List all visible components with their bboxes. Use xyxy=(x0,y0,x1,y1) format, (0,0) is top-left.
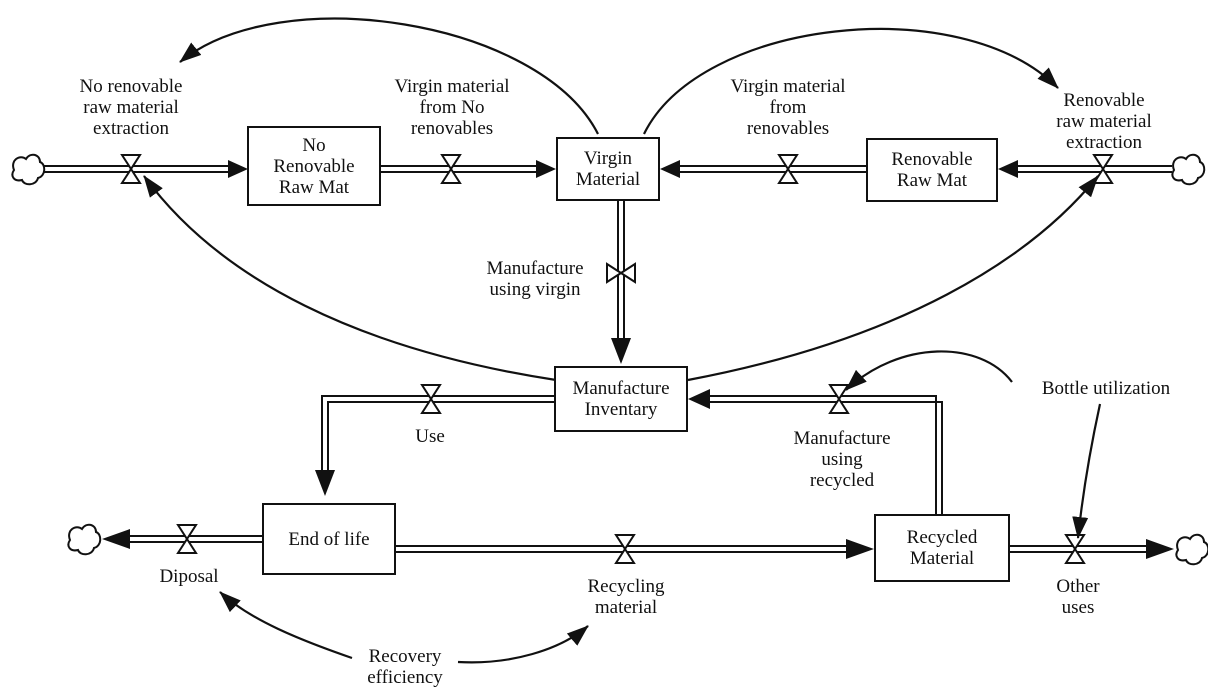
arrowhead-into-manufacture-inventary-right xyxy=(688,389,710,409)
stock-recycled-material: Recycled Material xyxy=(874,514,1010,582)
valve-recycling-material xyxy=(614,534,636,564)
flow-label-recycling-material: Recycling material xyxy=(587,576,665,618)
stock-end-of-life: End of life xyxy=(262,503,396,575)
aux-label-bottle-utilization: Bottle utilization xyxy=(1041,378,1171,399)
arrowhead-into-recycled-material xyxy=(846,539,874,559)
valve-manufacture-using-virgin xyxy=(606,262,636,284)
valve-virgin-from-renovables xyxy=(777,154,799,184)
pipe-recycling-material xyxy=(396,545,846,553)
cloud-source-left-icon xyxy=(11,153,46,186)
pipe-manufacture-using-virgin xyxy=(617,200,625,338)
cloud-sink-other-uses-icon xyxy=(1175,533,1208,566)
flow-label-renovable-extraction: Renovable raw material extraction xyxy=(1056,90,1152,153)
arrowhead-into-virgin-material-left xyxy=(536,160,556,178)
flow-label-virgin-from-no-renovables: Virgin material from No renovables xyxy=(394,76,510,139)
flow-label-no-renovable-extraction: No renovable raw material extraction xyxy=(79,76,183,139)
arrowhead-into-no-renovable-raw-mat xyxy=(228,160,248,178)
arrowhead-into-renovable-raw-mat xyxy=(998,160,1018,178)
arrowhead-into-end-of-life xyxy=(315,470,335,496)
stock-no-renovable-raw-mat: No Renovable Raw Mat xyxy=(247,126,381,206)
link-bottle-utilization-to-other-uses xyxy=(1072,403,1102,539)
flow-label-use: Use xyxy=(415,426,445,447)
valve-virgin-from-no-renovables xyxy=(440,154,462,184)
pipe-virgin-from-renovables xyxy=(680,165,866,173)
flow-label-manufacture-using-recycled: Manufacture using recycled xyxy=(793,428,891,491)
pipe-use xyxy=(321,395,554,470)
cloud-source-right-icon xyxy=(1171,153,1206,186)
stock-virgin-material: Virgin Material xyxy=(556,137,660,201)
stock-manufacture-inventary: Manufacture Inventary xyxy=(554,366,688,432)
arrowhead-into-other-uses-cloud xyxy=(1146,539,1174,559)
link-bottle-utilization-to-manufacture-recycled xyxy=(845,350,1013,391)
flow-label-virgin-from-renovables: Virgin material from renovables xyxy=(730,76,846,139)
link-recovery-efficiency-to-diposal xyxy=(219,591,353,660)
pipe-manufacture-using-recycled xyxy=(710,395,943,514)
pipe-diposal xyxy=(130,535,262,543)
valve-use xyxy=(420,384,442,414)
link-recovery-efficiency-to-recycling xyxy=(457,625,589,664)
valve-manufacture-using-recycled xyxy=(828,384,850,414)
pipe-virgin-from-no-renovables xyxy=(380,165,536,173)
flow-label-manufacture-using-virgin: Manufacture using virgin xyxy=(486,258,584,300)
pipe-other-uses xyxy=(1010,545,1146,553)
flow-label-diposal: Diposal xyxy=(159,566,219,587)
link-virgin-to-no-renovable-extraction xyxy=(179,17,599,135)
valve-diposal xyxy=(176,524,198,554)
link-virgin-to-renovable-extraction xyxy=(643,28,1059,135)
flow-label-other-uses: Other uses xyxy=(1056,576,1100,618)
arrowhead-into-diposal-cloud xyxy=(102,529,130,549)
link-inventary-to-no-renovable-extraction xyxy=(143,175,557,382)
stock-renovable-raw-mat: Renovable Raw Mat xyxy=(866,138,998,202)
valve-other-uses xyxy=(1064,534,1086,564)
pipe-no-renovable-extraction xyxy=(42,165,228,173)
pipe-renovable-extraction xyxy=(1018,165,1172,173)
aux-label-recovery-efficiency: Recovery efficiency xyxy=(367,646,443,688)
cloud-sink-diposal-icon xyxy=(67,523,102,556)
link-inventary-to-renovable-extraction xyxy=(687,175,1099,382)
arrowhead-into-virgin-material-right xyxy=(660,160,680,178)
valve-no-renovable-extraction xyxy=(120,154,142,184)
arrowhead-into-manufacture-inventary xyxy=(611,338,631,364)
